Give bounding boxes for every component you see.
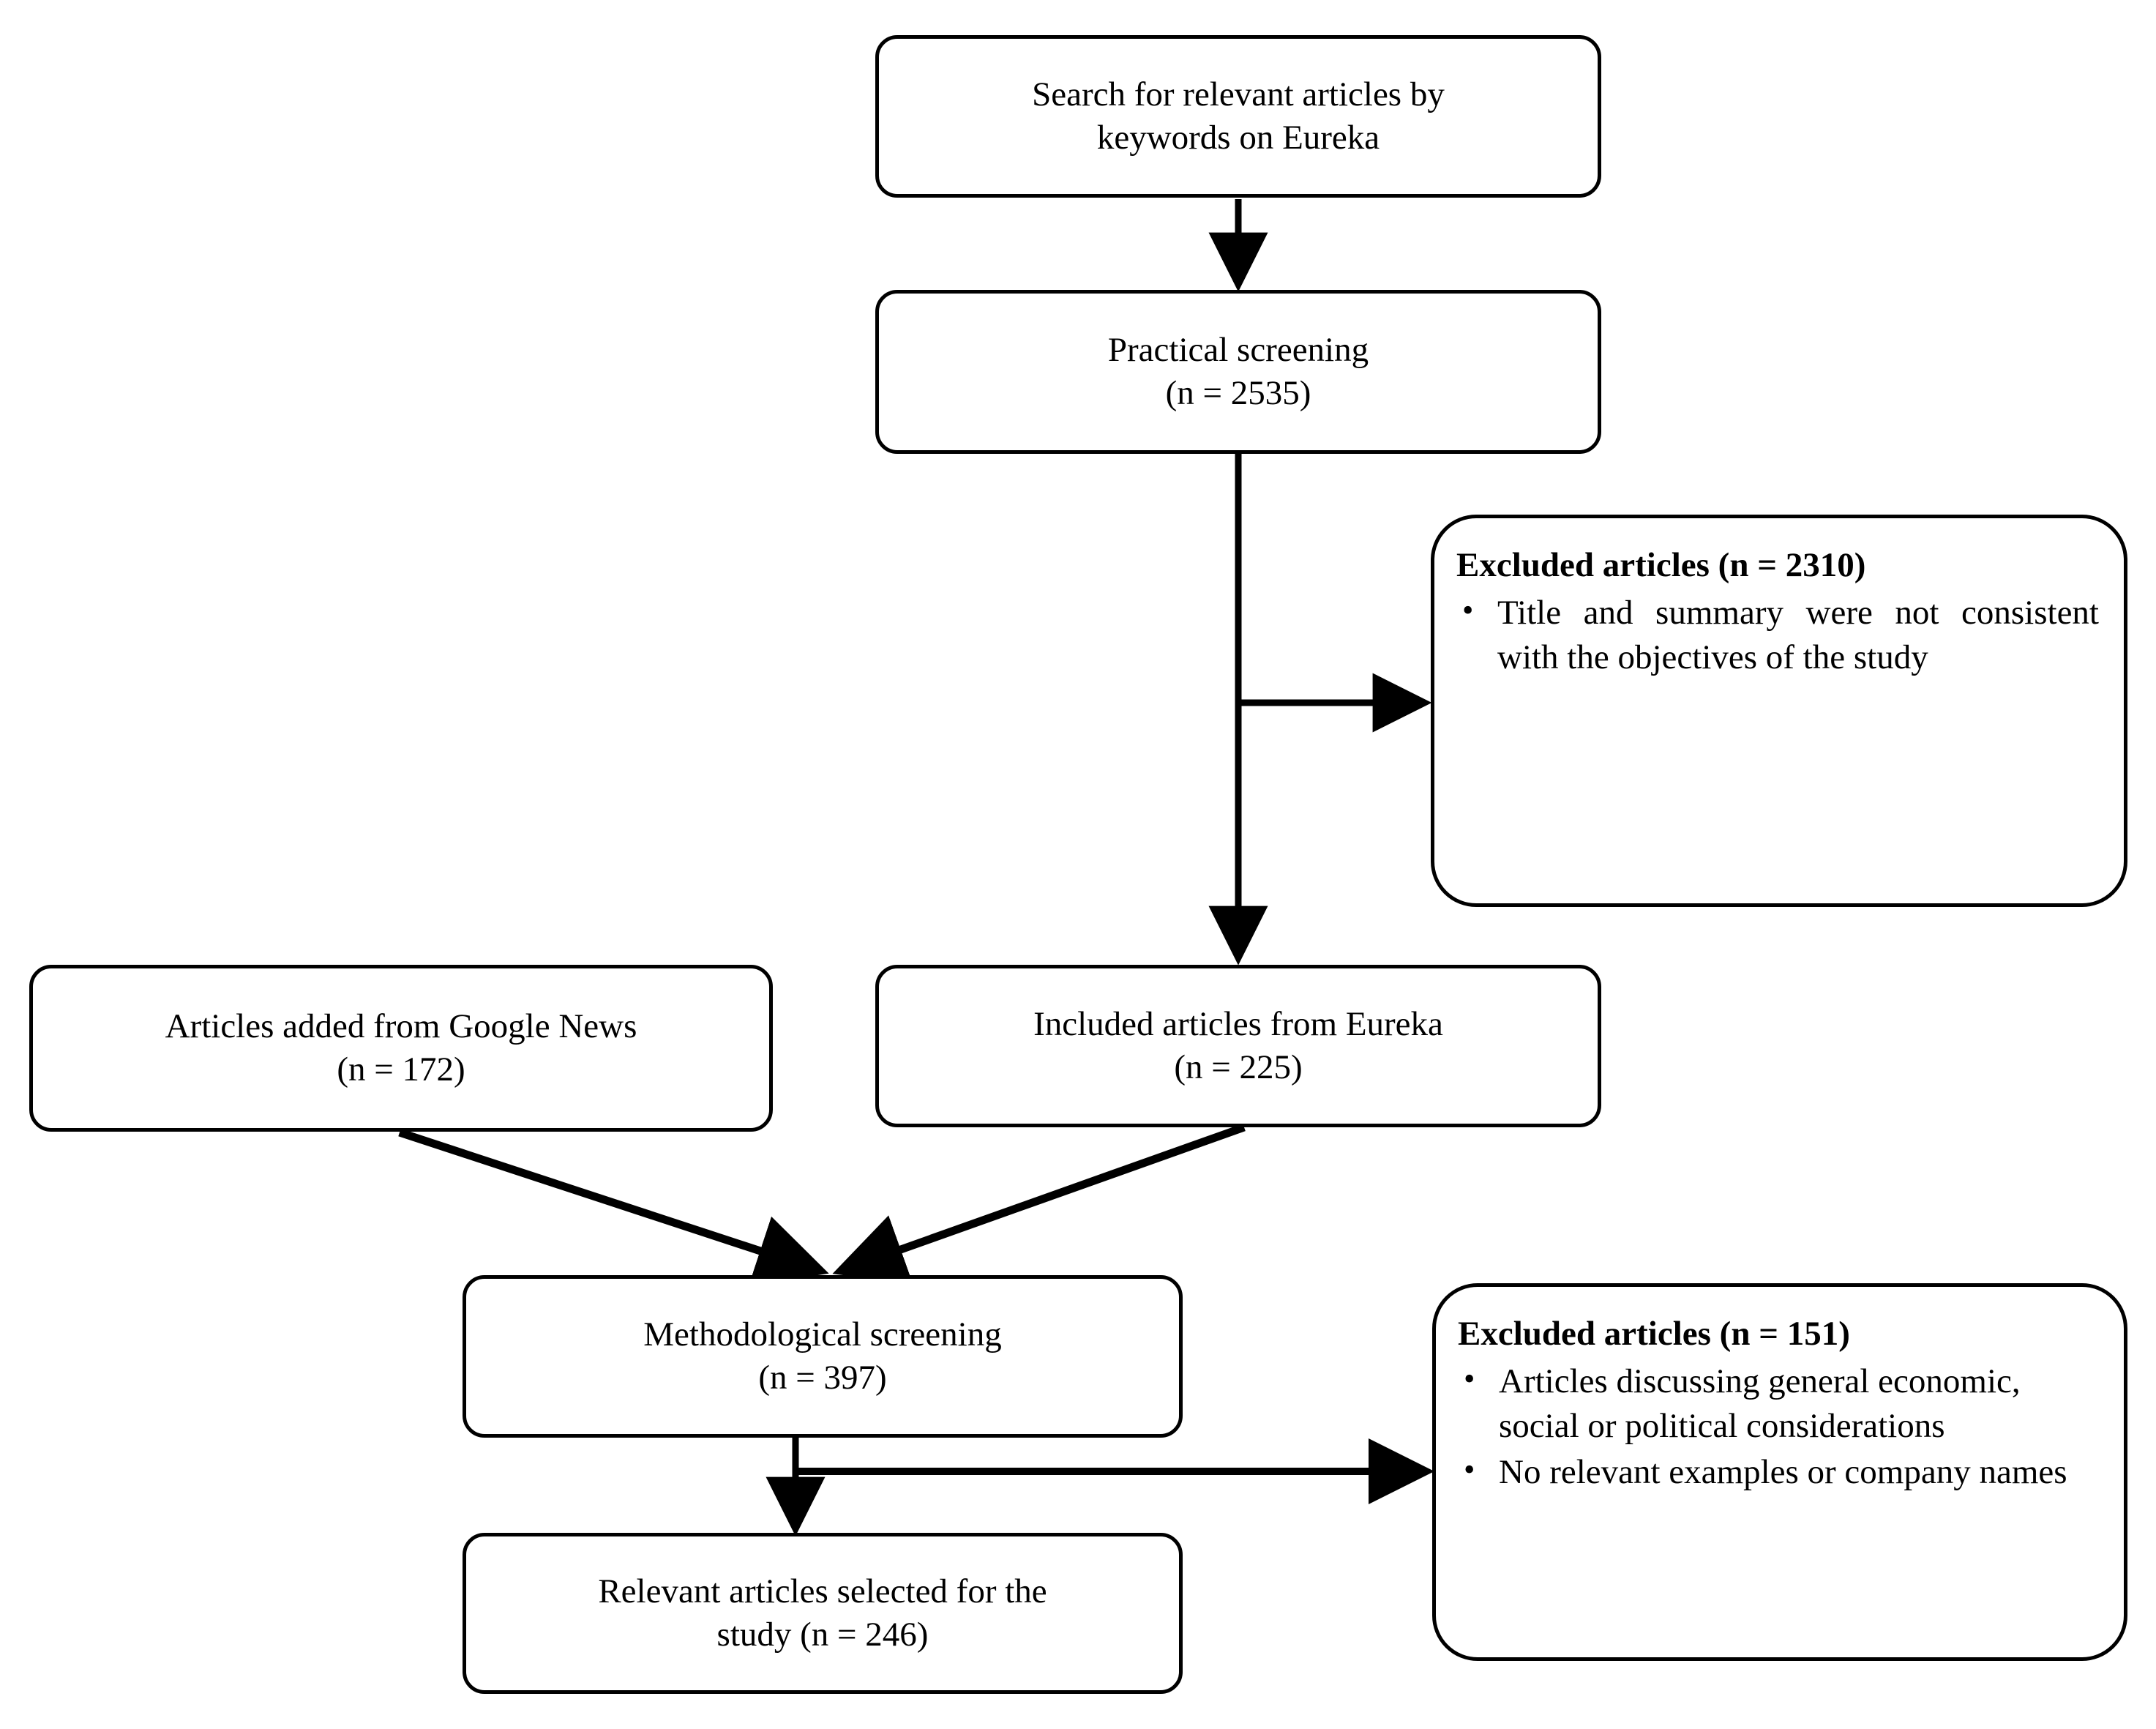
node-line: Search for relevant articles by	[1032, 75, 1445, 113]
node-practical-screening[interactable]: Practical screening (n = 2535)	[875, 290, 1601, 454]
edge-google-news-to-methodological-screening	[398, 1128, 829, 1285]
node-line: Practical screening	[1107, 330, 1369, 369]
node-search-for-articles[interactable]: Search for relevant articles by keywords…	[875, 35, 1601, 198]
list-item: No relevant examples or company names	[1458, 1449, 2099, 1495]
excluded-reason-list: Title and summary were not consistent wi…	[1456, 589, 2099, 681]
node-line: Articles added from Google News	[165, 1007, 637, 1045]
list-item: Title and summary were not consistent wi…	[1456, 589, 2099, 680]
edge-included-to-methodological-screening	[832, 1123, 1246, 1284]
node-line: (n = 397)	[758, 1359, 887, 1397]
node-articles-added-google-news[interactable]: Articles added from Google News (n = 172…	[29, 965, 773, 1132]
node-excluded-articles-151[interactable]: Excluded articles (n = 151) Articles dis…	[1432, 1283, 2127, 1661]
node-line: Included articles from Eureka	[1033, 1004, 1443, 1043]
node-excluded-articles-2310[interactable]: Excluded articles (n = 2310) Title and s…	[1431, 515, 2127, 907]
node-line: (n = 225)	[1174, 1048, 1303, 1086]
node-line: Methodological screening	[643, 1315, 1002, 1353]
excluded-title: Excluded articles (n = 151)	[1458, 1315, 1850, 1353]
node-line: Relevant articles selected for the	[598, 1572, 1047, 1610]
node-line: study (n = 246)	[716, 1616, 929, 1654]
node-included-articles-eureka[interactable]: Included articles from Eureka (n = 225)	[875, 965, 1601, 1127]
node-relevant-articles-selected[interactable]: Relevant articles selected for the study…	[463, 1533, 1183, 1694]
node-line: keywords on Eureka	[1096, 119, 1380, 157]
node-line: (n = 172)	[337, 1050, 465, 1088]
excluded-reason-list: Articles discussing general economic, so…	[1458, 1358, 2099, 1496]
node-line: (n = 2535)	[1165, 374, 1311, 412]
list-item: Articles discussing general economic, so…	[1458, 1358, 2099, 1449]
excluded-title: Excluded articles (n = 2310)	[1456, 546, 1866, 584]
node-methodological-screening[interactable]: Methodological screening (n = 397)	[463, 1275, 1183, 1438]
